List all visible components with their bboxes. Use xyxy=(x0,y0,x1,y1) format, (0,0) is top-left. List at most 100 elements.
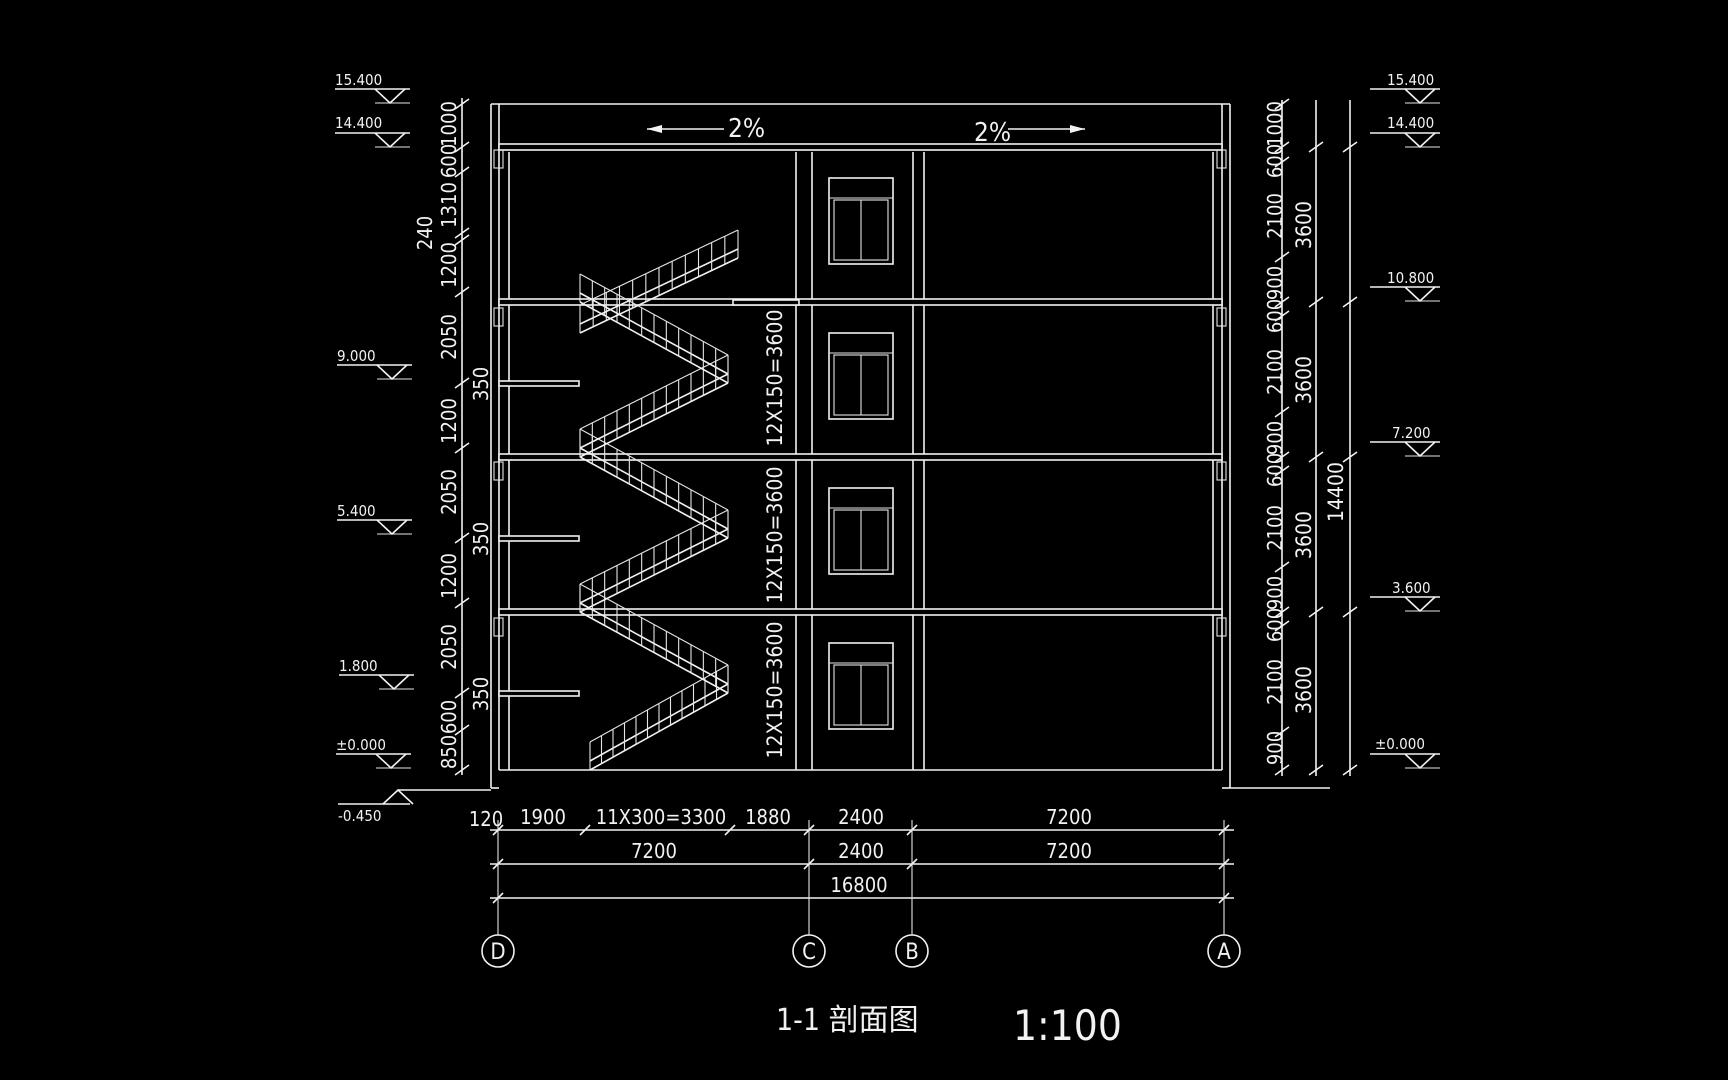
drawing-title: 1-1 剖面图 xyxy=(776,1003,919,1038)
elev-triangle xyxy=(1404,88,1436,105)
right-dim-900-a: 900 xyxy=(1263,266,1287,300)
elev-right-3600: 3.600 xyxy=(1392,579,1431,597)
right-total-tick-2 xyxy=(1342,451,1358,463)
svg-text:A: A xyxy=(1217,940,1231,965)
stair-note-lower: 12X150=3600 xyxy=(763,622,787,759)
right-dim-900-d: 900 xyxy=(1263,731,1287,765)
right-dim-2100-a: 2100 xyxy=(1263,193,1287,239)
right-floor-tick-3 xyxy=(1308,606,1324,618)
right-dim-1000: 1000 xyxy=(1263,101,1287,147)
bottom-tick-r1-1 xyxy=(579,824,591,836)
elev-triangle xyxy=(374,132,406,149)
bottom-dim-1900: 1900 xyxy=(520,805,566,829)
bottom-dim-7200-c: 7200 xyxy=(1046,839,1092,863)
left-dim-tick-2 xyxy=(454,166,470,178)
bottom-dim-3300: 11X300=3300 xyxy=(596,805,726,829)
bottom-dim-7200-a: 7200 xyxy=(1046,805,1092,829)
window-1 xyxy=(828,332,894,420)
left-dim-1200-b: 1200 xyxy=(437,398,461,444)
window-frame xyxy=(828,642,894,730)
left-dim-2050-c: 2050 xyxy=(437,624,461,670)
elev-left-15400: 15.400 xyxy=(335,71,382,89)
left-dim-600: 600 xyxy=(437,144,461,178)
left-dim-tick-1 xyxy=(454,141,470,153)
bottom-dim-2400-b: 2400 xyxy=(838,839,884,863)
slope-arrow-right-head xyxy=(1070,125,1085,133)
left-dim-350-b: 350 xyxy=(469,522,493,556)
wall-hatch-left-1 xyxy=(493,307,504,327)
staircases xyxy=(579,229,739,771)
right-dim-tick-13 xyxy=(1274,764,1290,776)
wall-hatch-right-2 xyxy=(1216,461,1227,481)
left-dim-tick-12 xyxy=(454,764,470,776)
roof-slope-right: 2% xyxy=(974,118,1011,148)
right-dim-tick-11 xyxy=(1274,620,1290,632)
left-dim-tick-7 xyxy=(454,442,470,454)
right-dim-tick-7 xyxy=(1274,451,1290,463)
right-dim-tick-8 xyxy=(1274,465,1290,477)
elev-triangle xyxy=(374,88,406,105)
elev-mark-left-0000 xyxy=(336,753,411,770)
left-dim-tick-11 xyxy=(454,724,470,736)
right-dim-900-b: 900 xyxy=(1263,421,1287,455)
right-dim-2100-c: 2100 xyxy=(1263,505,1287,551)
bottom-dim-16800: 16800 xyxy=(830,873,887,897)
elev-left-9000: 9.000 xyxy=(337,347,376,365)
right-floor-dim-1: 3600 xyxy=(1292,201,1316,249)
elev-triangle xyxy=(1404,753,1436,770)
elev-mark-right-15400 xyxy=(1370,88,1440,105)
stair-note-upper: 12X150=3600 xyxy=(763,310,787,447)
left-dim-350-a: 350 xyxy=(469,367,493,401)
right-dim-2100-b: 2100 xyxy=(1263,349,1287,395)
right-floor-dim-2: 3600 xyxy=(1292,356,1316,404)
elev-triangle xyxy=(375,753,407,770)
handrail xyxy=(579,229,739,306)
elev-triangle xyxy=(1404,132,1436,149)
elev-triangle xyxy=(1404,286,1436,303)
right-total-tick-4 xyxy=(1342,764,1358,776)
landing-slab-0 xyxy=(498,380,580,387)
window-3 xyxy=(828,642,894,730)
svg-text:C: C xyxy=(802,940,816,965)
elev-left-14400: 14.400 xyxy=(335,114,382,132)
slope-arrow-left-head xyxy=(647,125,662,133)
wall-hatch-left-0 xyxy=(493,149,504,169)
building-structure xyxy=(490,103,1330,789)
elev-left-1800: 1.800 xyxy=(339,657,378,675)
left-dim-350-c: 350 xyxy=(469,677,493,711)
bottom-tick-r1-2 xyxy=(724,824,736,836)
elev-mark-left-15400 xyxy=(335,88,410,105)
elev-mark-right-10800 xyxy=(1370,286,1440,303)
left-dim-tick-6 xyxy=(454,377,470,389)
right-dim-tick-2 xyxy=(1274,156,1290,168)
right-floor-dim-3: 3600 xyxy=(1292,511,1316,559)
elev-mark-right-3600 xyxy=(1370,596,1440,613)
right-total-tick-1 xyxy=(1342,296,1358,308)
left-dim-1200-c: 1200 xyxy=(437,553,461,599)
bottom-dim-120: 120 xyxy=(469,807,503,831)
wall-hatch-right-1 xyxy=(1216,307,1227,327)
left-dim-tick-3 xyxy=(454,227,470,239)
right-total-tick-3 xyxy=(1342,606,1358,618)
right-total-dim: 14400 xyxy=(1324,462,1348,522)
elev-mark-right-14400 xyxy=(1370,132,1440,149)
right-dim-600-c: 600 xyxy=(1263,453,1287,487)
left-dim-1310: 1310 xyxy=(437,182,461,228)
window-frame xyxy=(828,487,894,575)
right-dim-tick-5 xyxy=(1274,310,1290,322)
elev-mark-right-7200 xyxy=(1370,441,1440,458)
elev-mark-left-5400 xyxy=(337,519,412,536)
right-floor-dim-4: 3600 xyxy=(1292,666,1316,714)
elev-mark-left-1800 xyxy=(339,674,414,691)
elev-right-15400: 15.400 xyxy=(1387,71,1434,89)
left-dim-tick-8 xyxy=(454,532,470,544)
elev-mark-neg-triangle xyxy=(382,788,414,805)
axis-bubble-c: C xyxy=(792,934,826,968)
window-frame xyxy=(828,177,894,265)
right-total-tick-0 xyxy=(1342,141,1358,153)
elev-triangle xyxy=(1404,441,1436,458)
right-dim-2100-d: 2100 xyxy=(1263,659,1287,705)
elev-right-0000: ±0.000 xyxy=(1375,735,1425,753)
wall-hatch-right-3 xyxy=(1216,617,1227,637)
right-dim-tick-9 xyxy=(1274,561,1290,573)
